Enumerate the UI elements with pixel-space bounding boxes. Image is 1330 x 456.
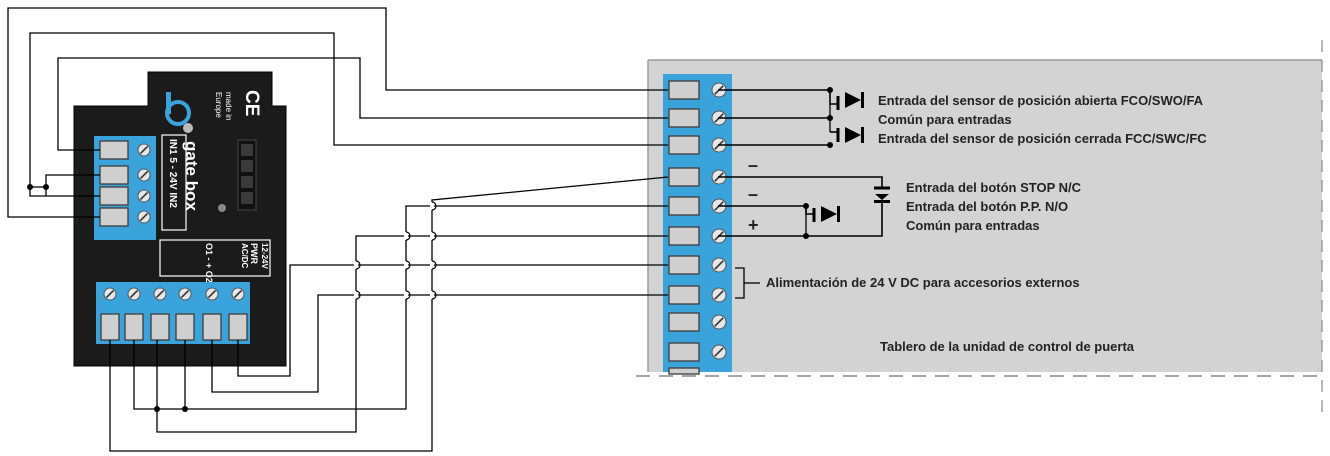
- device-terminal: [99, 140, 151, 160]
- device-terminal: [100, 287, 120, 341]
- power-label: PWR: [249, 243, 259, 264]
- made-in-region-text: Europe: [214, 92, 223, 118]
- panel-title: Tablero de la unidad de control de puert…: [880, 339, 1135, 354]
- device-terminal: [228, 287, 248, 341]
- power-type: AC/DC: [240, 243, 249, 269]
- panel-wiring: [718, 87, 890, 299]
- brand-text: gate box: [182, 141, 201, 211]
- device-terminal: [175, 287, 195, 341]
- label-common-2: Común para entradas: [906, 218, 1040, 233]
- led-indicators: [218, 139, 257, 212]
- sign-minus-1: –: [748, 155, 758, 175]
- device-output-terminals: [96, 282, 250, 344]
- made-in-text: made in: [224, 92, 233, 120]
- power-voltage: 12-24V: [260, 243, 269, 269]
- label-stop: Entrada del botón STOP N/C: [906, 180, 1082, 195]
- switch-fco-icon: [829, 90, 864, 110]
- label-fcc: Entrada del sensor de posición cerrada F…: [878, 131, 1207, 146]
- device-input-terminals: [94, 136, 156, 240]
- panel-terminal: [668, 196, 727, 216]
- control-panel: Tablero de la unidad de control de puert…: [636, 40, 1323, 420]
- label-common-1: Común para entradas: [878, 112, 1012, 127]
- panel-terminal: [668, 135, 727, 155]
- panel-terminal: [668, 167, 727, 187]
- device-terminal: [150, 287, 170, 341]
- panel-terminal: [668, 367, 700, 375]
- device-terminal: [124, 287, 144, 341]
- ce-mark: CE: [241, 90, 262, 116]
- panel-terminal: [668, 255, 727, 275]
- switch-fcc-icon: [830, 127, 864, 143]
- in-label: IN1 5 - 24V IN2: [167, 139, 178, 208]
- switch-stop-icon: [874, 186, 890, 203]
- panel-terminal: [668, 226, 727, 246]
- label-pp: Entrada del botón P.P. N/O: [906, 199, 1068, 214]
- labels: Entrada del sensor de posición abierta F…: [748, 93, 1207, 290]
- device-terminal: [99, 207, 151, 227]
- label-power: Alimentación de 24 V DC para accesorios …: [766, 275, 1080, 290]
- panel-terminal: [668, 285, 727, 305]
- panel-terminal: [668, 108, 727, 128]
- label-fco: Entrada del sensor de posición abierta F…: [878, 93, 1204, 108]
- panel-terminal: [668, 80, 727, 100]
- out-label: O1 - + O2 - +: [204, 243, 214, 296]
- wires: [7, 7, 669, 452]
- panel-terminal-block: [663, 74, 732, 375]
- switch-pp-icon: [805, 206, 840, 222]
- device-terminal: [99, 165, 151, 185]
- panel-terminal: [668, 312, 727, 332]
- panel-terminal: [668, 342, 727, 362]
- device-terminal: [99, 186, 151, 206]
- sign-minus-2: –: [748, 184, 758, 204]
- sign-plus: +: [748, 215, 759, 235]
- gatebox-logo: [165, 92, 193, 133]
